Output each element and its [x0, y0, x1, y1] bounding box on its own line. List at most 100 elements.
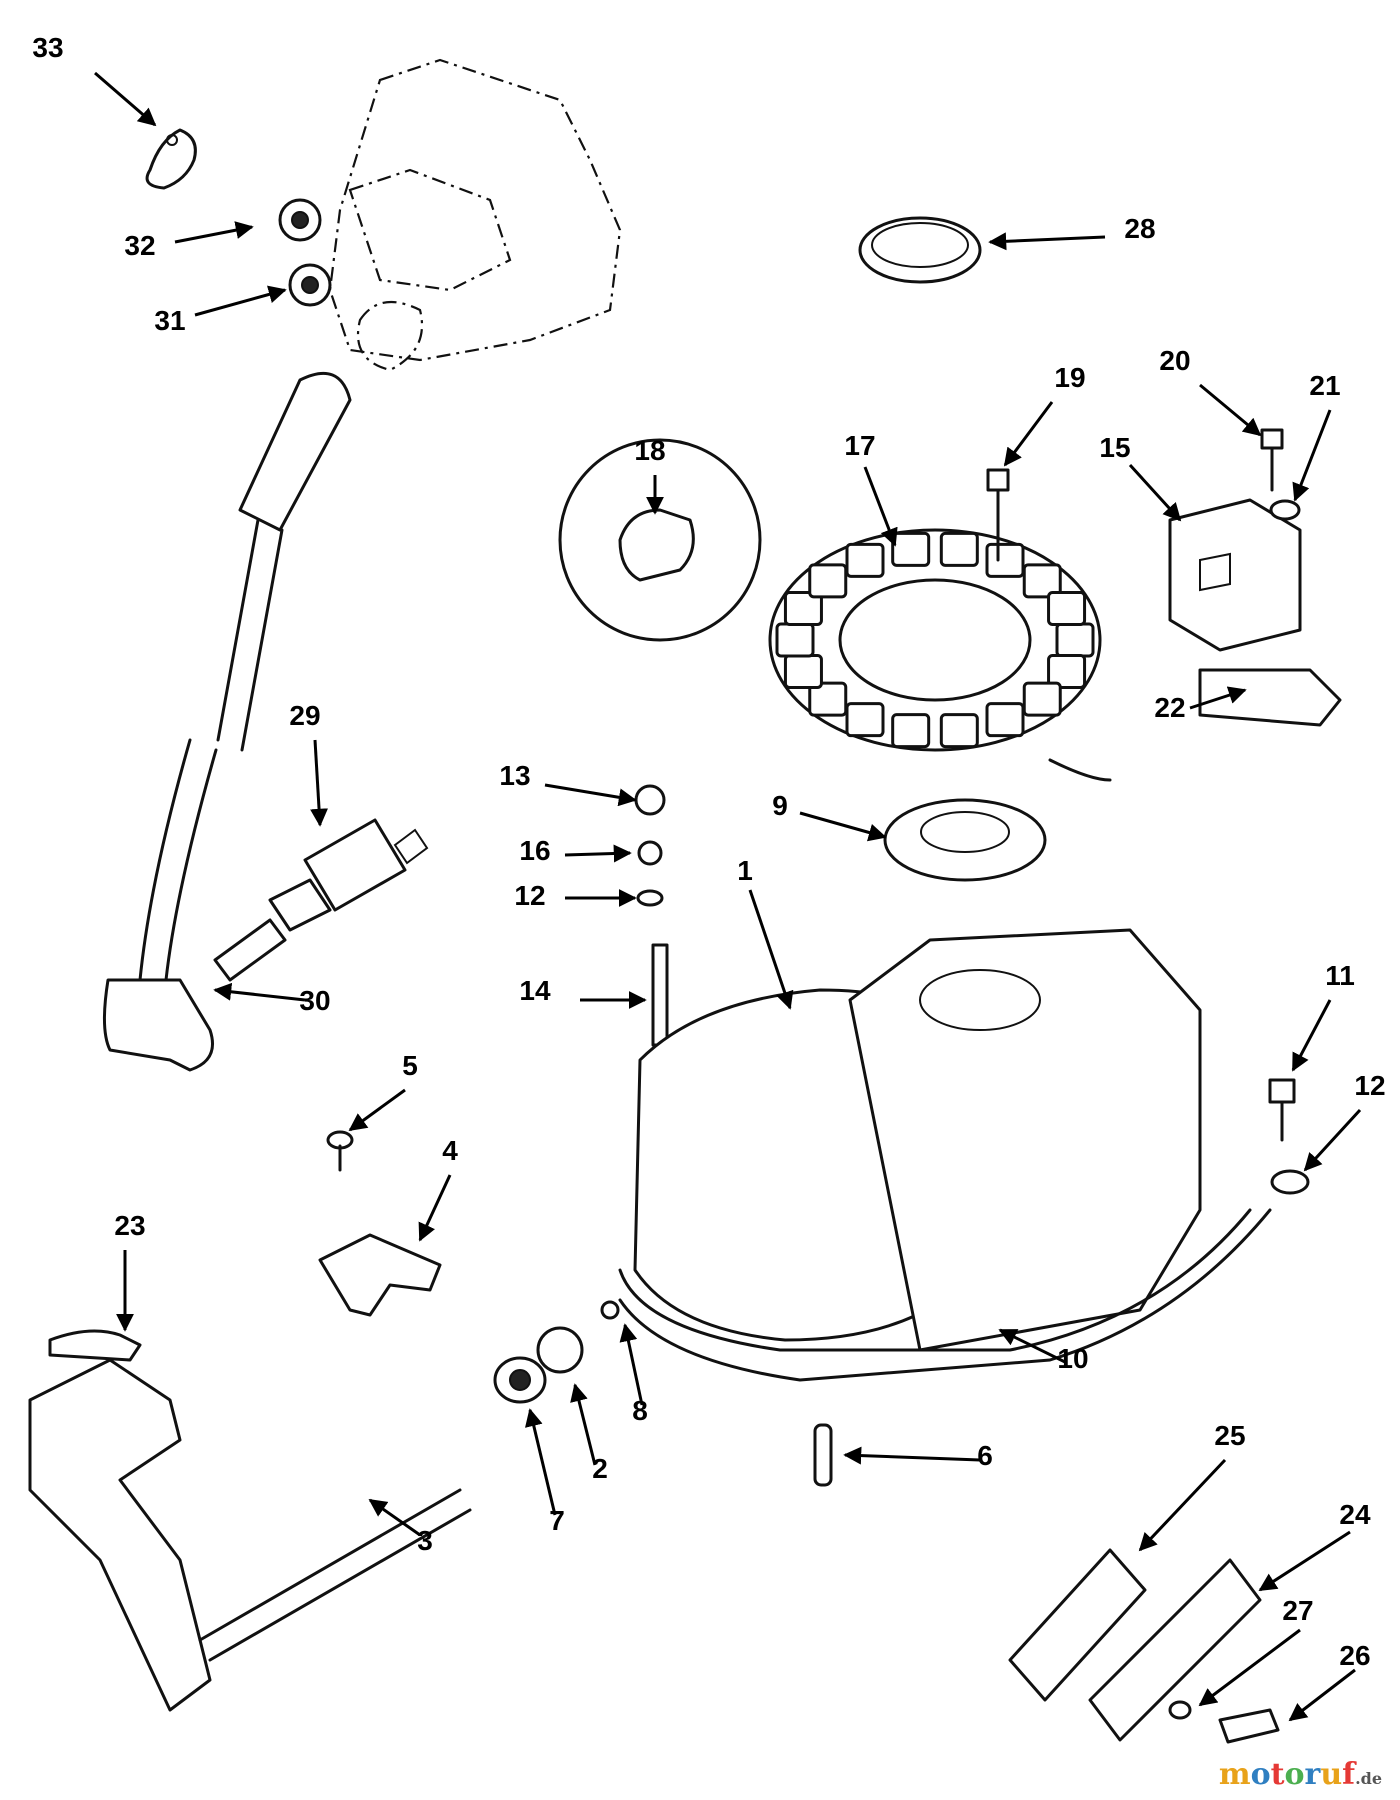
part-31-nut — [288, 263, 332, 307]
callout-label-32: 32 — [124, 230, 155, 261]
stator-coil — [1047, 653, 1087, 689]
callout-leader-8 — [619, 1323, 644, 1406]
callout-label-20: 20 — [1159, 345, 1190, 376]
callout-leader-24 — [1258, 1530, 1351, 1592]
watermark-suffix: .de — [1355, 1769, 1382, 1788]
stator-coil — [1022, 563, 1062, 599]
stator-coil — [891, 531, 931, 567]
watermark-letter: f — [1342, 1757, 1356, 1792]
part-26-bolt — [1218, 1708, 1280, 1744]
part-19-bolt — [986, 468, 1010, 562]
stator-coil — [845, 702, 885, 738]
watermark-letter: u — [1320, 1757, 1343, 1792]
callout-leader-9 — [799, 811, 887, 842]
watermark-letter: m — [1218, 1757, 1251, 1792]
stator-coil — [1022, 681, 1062, 717]
part-4-plate — [318, 1233, 442, 1317]
callout-label-29: 29 — [289, 700, 320, 731]
callout-label-11: 11 — [1325, 960, 1355, 991]
part-21-washer — [1269, 499, 1301, 521]
callout-leader-16 — [564, 844, 632, 863]
part-6-pin — [813, 1423, 833, 1487]
stator-coil — [891, 713, 931, 749]
part-11-bolt — [1268, 1078, 1296, 1142]
callout-leader-33 — [94, 71, 157, 127]
callout-label-10: 10 — [1057, 1343, 1088, 1374]
callout-label-6: 6 — [977, 1440, 993, 1471]
stator-coil — [775, 622, 815, 658]
watermark-letter: o — [1284, 1757, 1305, 1792]
ignition-housing-ghost — [328, 58, 622, 372]
watermark-letter: t — [1270, 1757, 1285, 1792]
callout-label-24: 24 — [1339, 1499, 1371, 1530]
part-7-bushing — [493, 1356, 547, 1404]
stator-coil — [808, 563, 848, 599]
stator-coil — [1055, 622, 1095, 658]
callout-leader-19 — [1003, 401, 1054, 467]
callout-leader-28 — [988, 232, 1106, 251]
callout-leader-15 — [1128, 463, 1182, 522]
callout-label-30: 30 — [299, 985, 330, 1016]
stator-coil — [939, 713, 979, 749]
part-27-washer — [1168, 1700, 1192, 1720]
callout-leader-3 — [368, 1498, 421, 1537]
part-18-detail-circle — [558, 438, 762, 642]
stator-coil — [808, 681, 848, 717]
part-1-housing — [618, 928, 1252, 1352]
part-24-plate — [1088, 1558, 1262, 1742]
callout-label-31: 31 — [154, 305, 185, 336]
callout-label-9: 9 — [772, 790, 788, 821]
callout-leader-4 — [418, 1174, 452, 1242]
callout-leader-7 — [524, 1408, 557, 1516]
callout-label-4: 4 — [442, 1135, 458, 1166]
stator-coil — [845, 542, 885, 578]
callout-label-21: 21 — [1309, 370, 1340, 401]
callout-leader-27 — [1198, 1628, 1301, 1707]
callout-label-12a: 12 — [514, 880, 545, 911]
callout-label-23: 23 — [114, 1210, 145, 1241]
part-16-nut — [637, 840, 663, 866]
stator-coil — [1047, 591, 1087, 627]
callout-leader-25 — [1138, 1458, 1227, 1552]
callout-leader-10 — [998, 1328, 1066, 1364]
motoruf-watermark: motoruf.de — [1219, 1757, 1382, 1792]
callout-label-8: 8 — [632, 1395, 648, 1426]
callout-label-22: 22 — [1154, 692, 1185, 723]
part-12-washer — [636, 889, 664, 907]
part-12-washer-b — [1270, 1169, 1310, 1195]
callout-leader-31 — [194, 285, 287, 317]
callout-leader-6 — [843, 1446, 981, 1465]
stator-coil — [783, 653, 823, 689]
callout-leader-11 — [1291, 999, 1332, 1072]
callout-leader-30 — [213, 982, 306, 1002]
callout-label-33: 33 — [32, 32, 63, 63]
stator-coil — [783, 591, 823, 627]
callout-label-28: 28 — [1124, 213, 1155, 244]
callout-leader-32 — [174, 221, 254, 244]
callout-label-27: 27 — [1282, 1595, 1313, 1626]
callout-label-25: 25 — [1214, 1420, 1245, 1451]
part-8-ball — [600, 1300, 620, 1320]
part-22-bracket — [1198, 668, 1342, 727]
callout-leader-26 — [1288, 1668, 1356, 1722]
callout-leader-21 — [1292, 409, 1332, 502]
part-17-stator — [768, 528, 1112, 782]
part-23-link — [48, 1329, 142, 1362]
callout-label-1: 1 — [737, 855, 753, 886]
stator-coil — [985, 542, 1025, 578]
part-5-screw — [326, 1130, 354, 1172]
callout-label-18: 18 — [634, 435, 665, 466]
part-13-nut — [634, 784, 666, 816]
part-28-seal — [858, 216, 982, 284]
callout-label-7: 7 — [549, 1505, 565, 1536]
watermark-letter: r — [1304, 1757, 1321, 1792]
part-29-spark-plug — [213, 818, 429, 982]
part-10-gasket — [618, 1208, 1272, 1382]
callout-label-12b: 12 — [1354, 1070, 1385, 1101]
part-2-bushing — [536, 1326, 584, 1374]
callout-label-19: 19 — [1054, 362, 1085, 393]
callout-leader-12b — [1303, 1108, 1362, 1172]
part-3-lever — [28, 1358, 472, 1712]
